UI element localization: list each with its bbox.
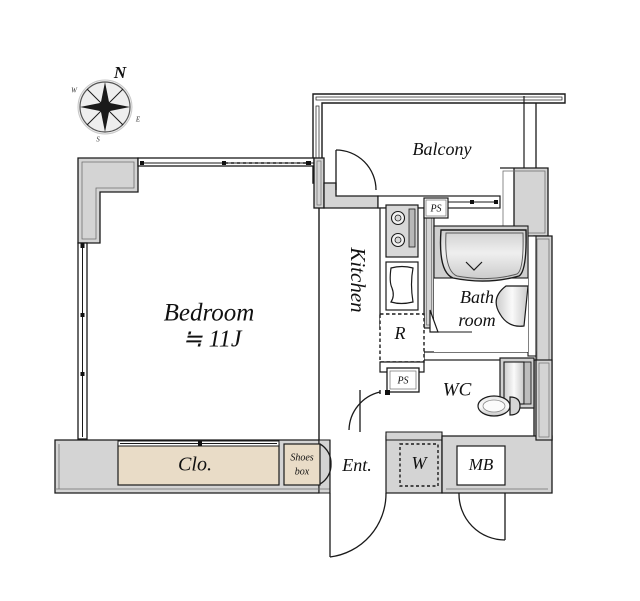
bathroom-fixtures (429, 225, 535, 417)
balcony-door-swing (335, 149, 377, 191)
label-kitchen: Kitchen (346, 246, 370, 312)
compass-east-label: E (135, 116, 141, 124)
refrigerator-zone (379, 313, 425, 363)
partition-bedroom-kitchen-top (313, 157, 325, 209)
label-bathroom-line2: room (458, 310, 495, 330)
pipe-shaft-lower-box (386, 367, 420, 393)
kitchen-fixtures (379, 197, 449, 395)
label-bedroom: Bedroom (164, 300, 255, 327)
compass-south-label: S (96, 136, 100, 144)
bathtub (439, 229, 527, 282)
entrance-floor (330, 440, 386, 493)
label-shoes-box-line1: Shoes (290, 452, 313, 463)
compass-rose: N W E S (71, 63, 141, 144)
bathroom-east-wall (527, 235, 537, 357)
shoes-box-area (283, 443, 321, 486)
compass-west-label: W (71, 87, 78, 95)
label-shoes-box-line2: box (295, 466, 310, 477)
bathroom-vanity-counter (495, 285, 529, 327)
label-wc: WC (443, 379, 472, 400)
column-bedroom-northwest (77, 157, 139, 244)
stove-grill-vent (408, 208, 416, 248)
bathtub-drain-notch (465, 261, 483, 271)
label-pipe-shaft-lower: PS (396, 375, 408, 386)
door-swings (319, 149, 506, 558)
wall-structure (54, 93, 566, 494)
balcony-kitchen-divider (323, 182, 379, 209)
shoes-box-door-swing (319, 443, 332, 485)
label-balcony: Balcony (413, 139, 472, 159)
meter-box-door-swing (458, 492, 506, 541)
label-refrigerator: R (394, 323, 406, 343)
label-bedroom-area: ≒ 11J (182, 327, 242, 353)
meter-box-area (456, 445, 506, 486)
kitchen-sink-basin (389, 265, 414, 305)
label-entrance: Ent. (341, 455, 372, 475)
kitchen-door-swing (348, 391, 381, 431)
washer-pad (399, 443, 439, 487)
entrance-door-swing (329, 492, 387, 558)
room-labels: Bedroom ≒ 11J Kitchen Balcony Bath room … (164, 139, 496, 477)
balcony-outer-rail (312, 93, 566, 184)
bathroom-west-wall (423, 207, 435, 329)
closet-area (117, 443, 280, 486)
label-pipe-shaft-upper: PS (429, 203, 441, 214)
pipe-shaft-upper-box (423, 197, 449, 219)
compass-north-label: N (113, 63, 127, 82)
toilet-tank (509, 396, 521, 416)
label-meter-box: MB (468, 455, 494, 474)
label-washer: W (412, 453, 429, 473)
label-closet: Clo. (178, 454, 212, 476)
label-bathroom-line1: Bath (460, 287, 494, 307)
